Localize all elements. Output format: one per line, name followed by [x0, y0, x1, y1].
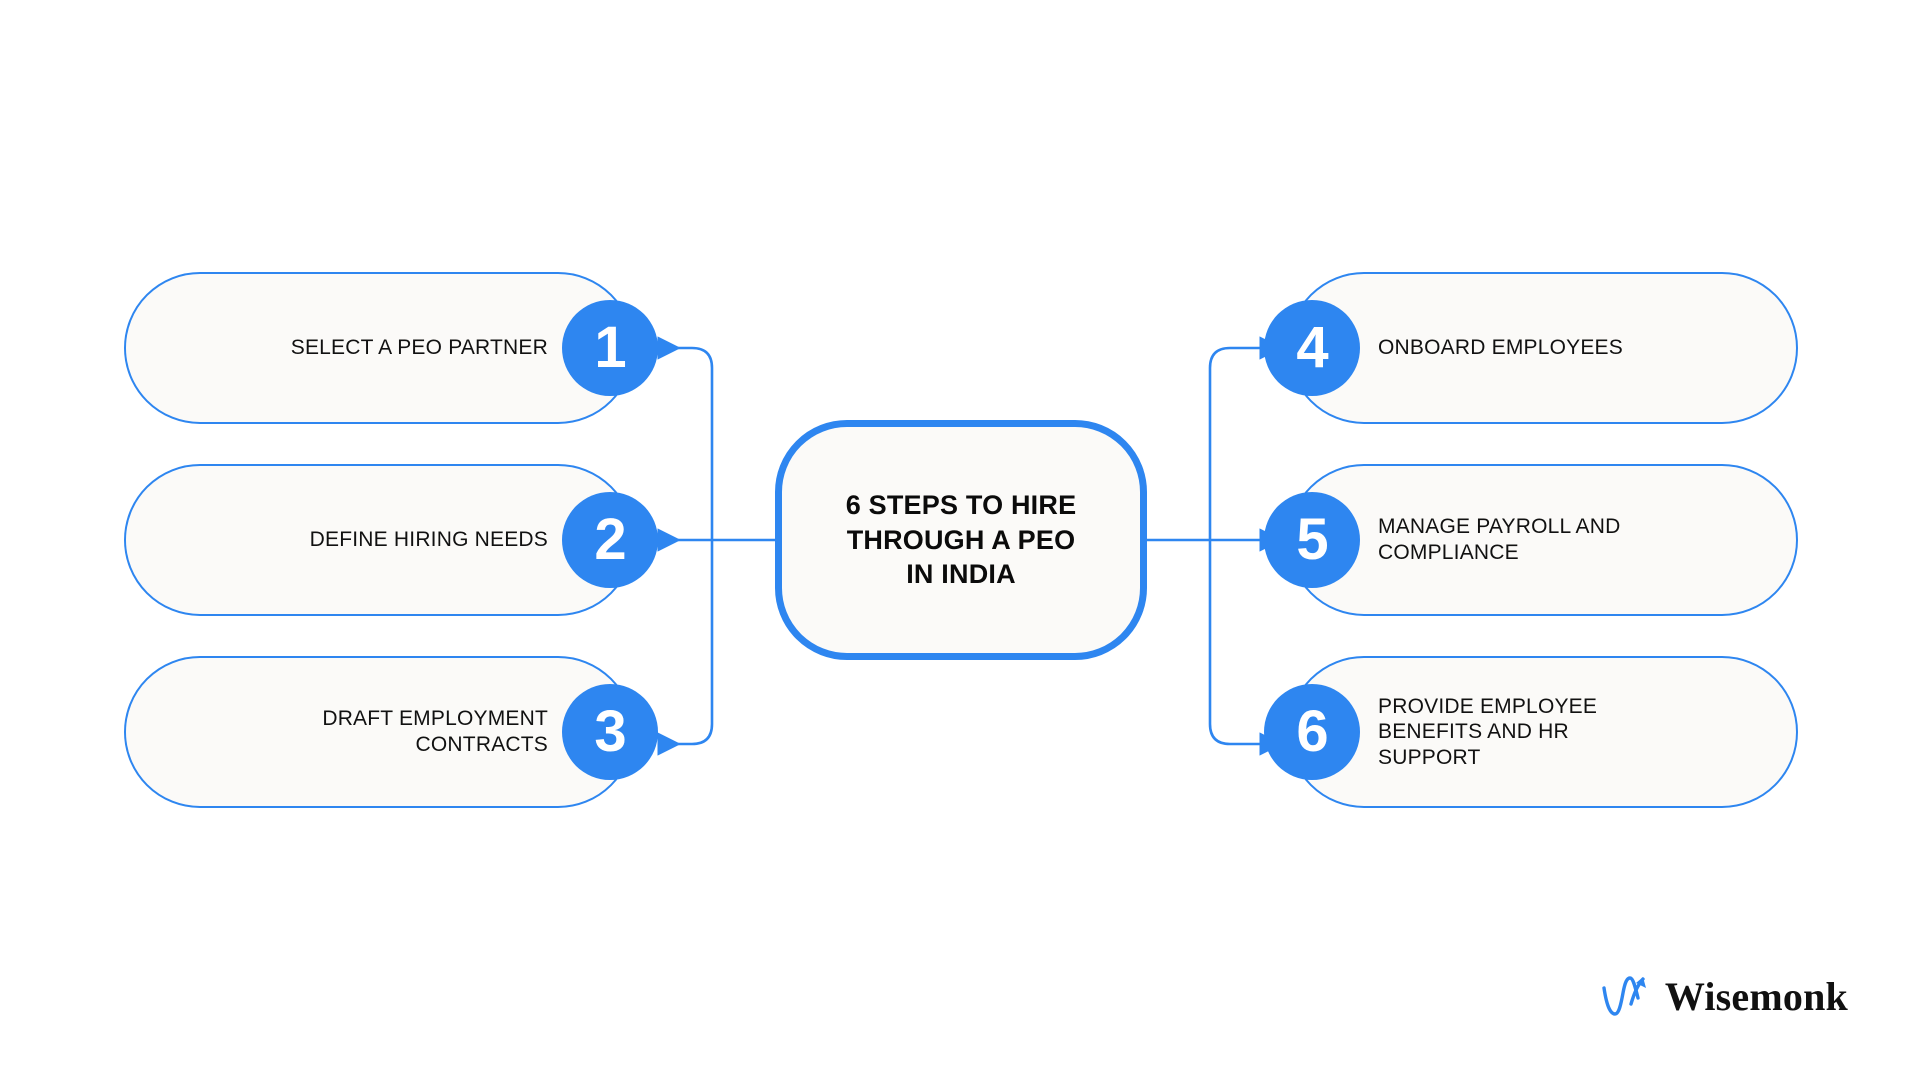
connector-hub-to-step-1	[657, 336, 714, 369]
step-card-3-label: DRAFT EMPLOYMENT CONTRACTS	[322, 707, 548, 756]
connector-hub-to-step-4	[1208, 336, 1283, 369]
step-card-6[interactable]: 6 PROVIDE EMPLOYEE BENEFITS AND HR SUPPO…	[1264, 656, 1798, 808]
connector-hub-to-step-6	[1208, 723, 1283, 756]
step-card-3[interactable]: DRAFT EMPLOYMENT CONTRACTS 3	[124, 656, 658, 808]
step-number-badge-4: 4	[1264, 300, 1360, 396]
brand-name-text: Wisemonk	[1664, 974, 1848, 1019]
step-card-5[interactable]: 5 MANAGE PAYROLL AND COMPLIANCE	[1264, 464, 1798, 616]
step-number-badge-2: 2	[562, 492, 658, 588]
center-hub-title: 6 STEPS TO HIRE THROUGH A PEO IN INDIA	[845, 490, 1077, 590]
wisemonk-w-arrow-icon	[1602, 975, 1646, 1016]
connector-hub-to-step-3	[657, 723, 714, 756]
step-card-4-label: ONBOARD EMPLOYEES	[1378, 336, 1623, 360]
center-hub-node[interactable]: 6 STEPS TO HIRE THROUGH A PEO IN INDIA	[775, 420, 1147, 660]
step-card-2-label: DEFINE HIRING NEEDS	[309, 528, 548, 552]
step-number-badge-5: 5	[1264, 492, 1360, 588]
step-card-4[interactable]: 4 ONBOARD EMPLOYEES	[1264, 272, 1798, 424]
step-number-badge-1: 1	[562, 300, 658, 396]
brand-logo[interactable]: Wisemonk	[1601, 973, 1848, 1020]
step-card-1[interactable]: SELECT A PEO PARTNER 1	[124, 272, 658, 424]
step-number-badge-3: 3	[562, 684, 658, 780]
step-card-1-label: SELECT A PEO PARTNER	[290, 336, 548, 360]
step-card-6-label: PROVIDE EMPLOYEE BENEFITS AND HR SUPPORT	[1378, 694, 1598, 769]
step-number-badge-6: 6	[1264, 684, 1360, 780]
step-card-2[interactable]: DEFINE HIRING NEEDS 2	[124, 464, 658, 616]
step-card-5-label: MANAGE PAYROLL AND COMPLIANCE	[1378, 515, 1621, 564]
